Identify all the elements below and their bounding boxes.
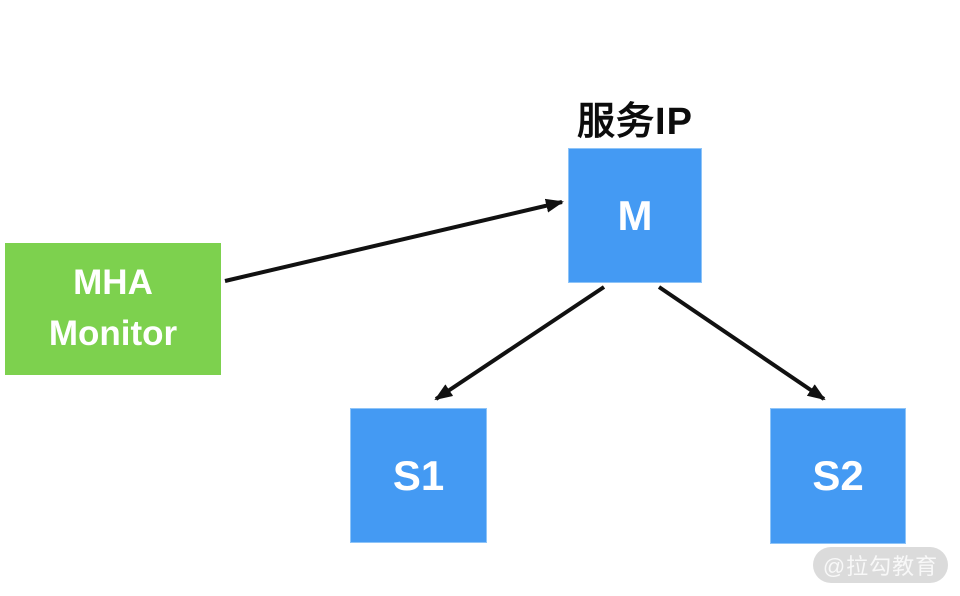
edge-monitor-to-master-arrow — [224, 198, 564, 283]
node-master-label: M — [617, 191, 653, 239]
edge-master-to-slave2-arrow — [657, 285, 826, 401]
edge-master-to-slave1-arrow — [434, 285, 606, 401]
node-slave2-label: S2 — [812, 452, 864, 499]
node-mha-monitor: MHA Monitor — [5, 243, 221, 375]
node-master: M — [568, 148, 702, 283]
node-slave1: S1 — [350, 408, 487, 543]
node-slave2: S2 — [770, 408, 906, 544]
watermark-badge: @拉勾教育 — [813, 547, 948, 583]
service-ip-label: 服务IP — [577, 101, 693, 143]
node-slave1-label: S1 — [392, 451, 445, 499]
node-mha-monitor-label: MHA Monitor — [48, 263, 178, 353]
